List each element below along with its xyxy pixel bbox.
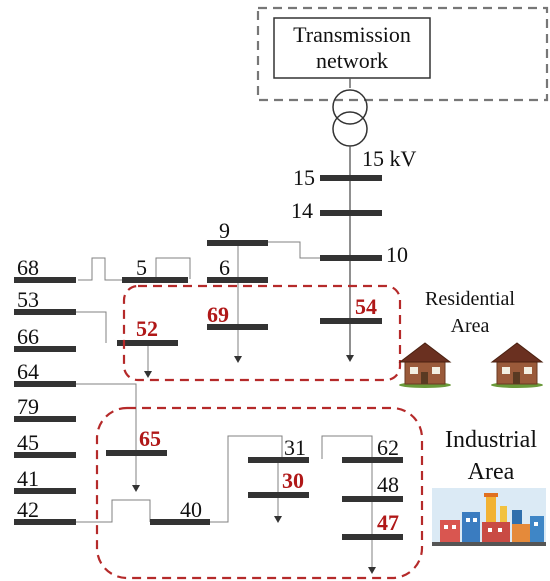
bus-label-6: 6: [219, 255, 230, 280]
transformer-icon: [332, 78, 368, 147]
load-arrow: [346, 355, 354, 362]
bus-label-42: 42: [17, 497, 39, 522]
bus-label-68: 68: [17, 255, 39, 280]
wire-53-52: [75, 311, 107, 343]
load-arrow: [144, 371, 152, 378]
house-icon: [490, 342, 544, 388]
bus-label-53: 53: [17, 287, 39, 312]
bus-label-14: 14: [291, 198, 313, 223]
bus-label-69: 69: [207, 302, 229, 327]
bus-label-52: 52: [136, 316, 158, 341]
transmission-label-line1: Transmission: [293, 22, 411, 47]
load-arrow: [368, 567, 376, 574]
residential-area-label-line1: Residential: [425, 288, 515, 310]
bus-label-54: 54: [355, 294, 377, 319]
bus-label-47: 47: [377, 510, 399, 535]
bus-label-66: 66: [17, 324, 39, 349]
residential-area-label-line2: Area: [451, 315, 490, 337]
wire-40-31: [208, 435, 283, 523]
bus-label-30: 30: [282, 468, 304, 493]
transmission-network-outline: [256, 6, 549, 102]
house-icon: [398, 342, 452, 388]
load-arrow: [234, 356, 242, 363]
bus-label-65: 65: [139, 426, 161, 451]
bus-label-40: 40: [180, 497, 202, 522]
bus-label-15: 15: [293, 165, 315, 190]
bus-label-31: 31: [284, 435, 306, 460]
bus-label-41: 41: [17, 466, 39, 491]
bus-label-9: 9: [219, 218, 230, 243]
bus-label-79: 79: [17, 394, 39, 419]
bus-label-48: 48: [377, 472, 399, 497]
transmission-label-line2: network: [316, 48, 388, 73]
wire-5-6: [155, 257, 191, 279]
bus-label-5: 5: [136, 255, 147, 280]
industrial-area-outline: [95, 406, 424, 580]
residential-area-outline: [122, 284, 402, 382]
bus-label-62: 62: [377, 435, 399, 460]
load-arrow: [132, 485, 140, 492]
factory-icon: [432, 488, 546, 546]
wire-31-62: [321, 435, 373, 459]
wire-68-5: [78, 257, 122, 281]
load-arrow: [274, 516, 282, 523]
wire-42-40: [75, 499, 151, 523]
transmission-network-box: [273, 17, 431, 79]
voltage-label: 15 kV: [362, 146, 417, 171]
industrial-area-label-line1: Industrial: [445, 427, 537, 453]
wire-64-65: [75, 383, 137, 452]
bus-label-10: 10: [386, 242, 408, 267]
bus-label-45: 45: [17, 430, 39, 455]
industrial-area-label-line2: Area: [468, 459, 515, 485]
bus-label-64: 64: [17, 359, 39, 384]
